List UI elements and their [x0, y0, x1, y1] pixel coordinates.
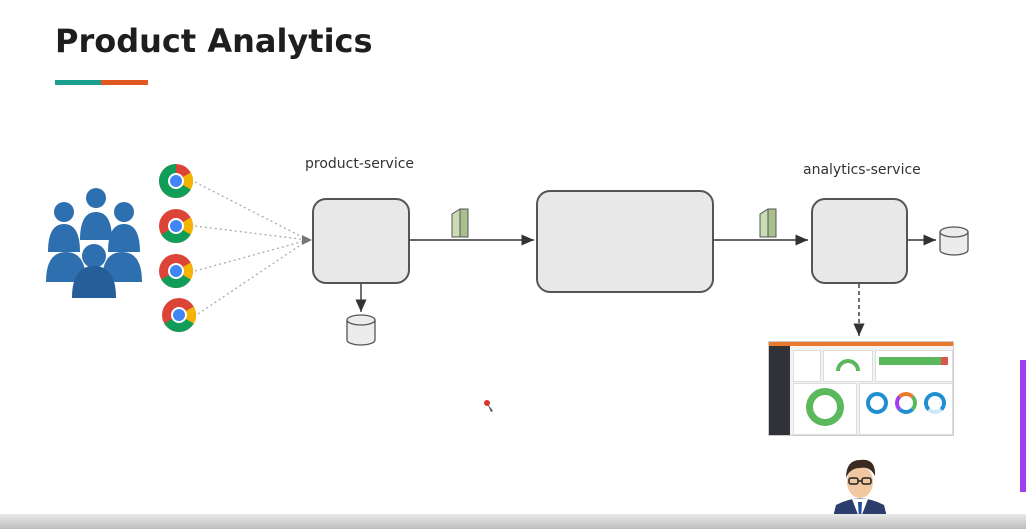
- dashboard-panel-big-donut: [793, 383, 857, 435]
- product-service-label: product-service: [305, 156, 415, 172]
- analytics-service-label: analytics-service: [803, 162, 921, 178]
- database-icon-analytics: [939, 226, 969, 256]
- kafka-box: [536, 190, 714, 293]
- database-icon-product: [346, 314, 376, 346]
- title-underline-orange: [101, 80, 148, 85]
- browser-to-service-edges: [194, 181, 309, 315]
- chrome-icon-3: [159, 254, 193, 288]
- cursor-pointer-icon: [484, 400, 493, 412]
- product-service-box: [312, 198, 410, 284]
- dashboard-panel-status: [875, 350, 953, 382]
- analytics-service-box: [811, 198, 908, 284]
- status-bar-green: [879, 357, 941, 365]
- users-group-icon: [46, 188, 142, 298]
- dashboard-sidebar: [769, 346, 790, 435]
- arrow-head-icon: [302, 235, 312, 245]
- bottom-scroll-bar: [0, 514, 1026, 529]
- chrome-icon-4: [162, 298, 196, 332]
- gauge-icon: [836, 359, 860, 371]
- dashboard-screenshot: [768, 341, 954, 436]
- status-bar-red: [941, 357, 948, 365]
- message-icon-2: [759, 208, 777, 238]
- message-icon-1: [451, 208, 469, 238]
- donut-multicolor-icon: [895, 392, 917, 414]
- chrome-icon-1: [159, 164, 193, 198]
- donut-blue-icon-1: [866, 392, 888, 414]
- donut-green-icon: [806, 388, 844, 426]
- accent-bar: [1020, 360, 1026, 492]
- dashboard-header: [769, 342, 953, 346]
- chrome-icon-2: [159, 209, 193, 243]
- donut-blue-icon-2: [924, 392, 946, 414]
- dashboard-panel-gauge: [823, 350, 873, 382]
- dashboard-panel-list: [793, 350, 821, 382]
- title-underline-teal: [55, 80, 101, 85]
- slide-title: Product Analytics: [55, 22, 373, 60]
- dashboard-panel-donuts: [859, 383, 953, 435]
